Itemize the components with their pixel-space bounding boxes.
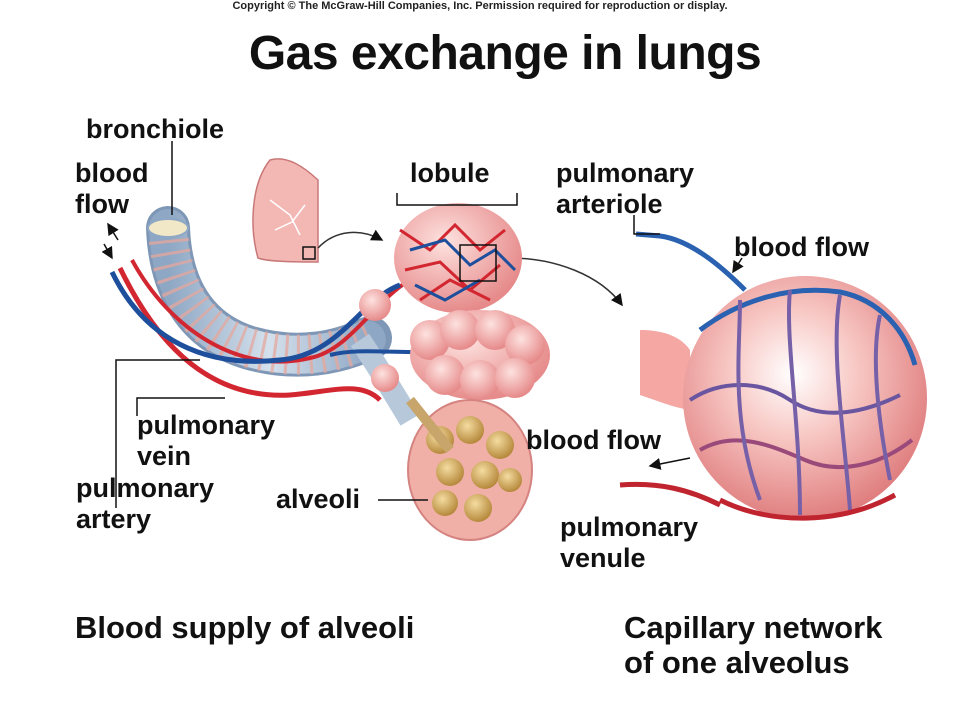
alveoli-sac [406,396,533,541]
bronchiole-tube [146,206,420,426]
label-pulmonary-arteriole-line1: pulmonary [556,158,695,188]
leader-arteriole [633,215,660,235]
alveolus-capillary-network [619,231,927,521]
label-pulmonary-arteriole-line2: arteriole [556,189,663,219]
label-pulmonary-artery-line2: artery [76,504,152,534]
label-pulmonary-vein-line1: pulmonary [137,410,276,440]
label-pulmonary-vein-line2: vein [137,441,192,471]
pulmonary-artery-vessel [117,266,382,402]
label-pulmonary-artery-line1: pulmonary [76,473,215,503]
leader-artery [115,359,200,508]
label-blood-flow-venule: blood flow [526,425,661,455]
lobule-bracket [396,193,518,206]
caption-capillary-network-line2: of one alveolus [624,645,850,680]
lung-thumbnail [252,158,319,263]
zoom-box [302,246,316,260]
caption-blood-supply: Blood supply of alveoli [75,610,415,645]
alveolar-cluster [359,289,550,400]
blood-flow-arrow-down [101,243,113,260]
lobule-cluster [394,203,522,313]
caption-capillary-network-line1: Capillary network [624,610,883,645]
label-blood-flow-arteriole: blood flow [734,232,869,262]
label-pulmonary-venule-line1: pulmonary [560,512,699,542]
label-lobule: lobule [410,158,490,188]
label-blood-flow-left-line2: flow [75,189,129,219]
leader-vein [136,397,225,416]
blood-flow-arrow-arteriole [732,257,744,274]
zoom-arrow-alveolus [509,257,623,307]
label-pulmonary-venule-line2: venule [560,543,646,573]
copyright-notice: Copyright © The McGraw-Hill Companies, I… [232,0,728,12]
label-blood-flow-left-line1: blood [75,158,149,188]
pulmonary-venule-vessel [619,481,722,508]
blood-flow-arrow-venule [648,457,691,470]
page-title: Gas exchange in lungs [248,27,762,80]
pulmonary-arteriole-vessel [635,231,747,292]
blood-flow-arrow-up [107,222,119,241]
zoom-arrow-lobule [317,229,384,249]
label-bronchiole: bronchiole [86,114,225,144]
label-alveoli: alveoli [276,484,361,514]
